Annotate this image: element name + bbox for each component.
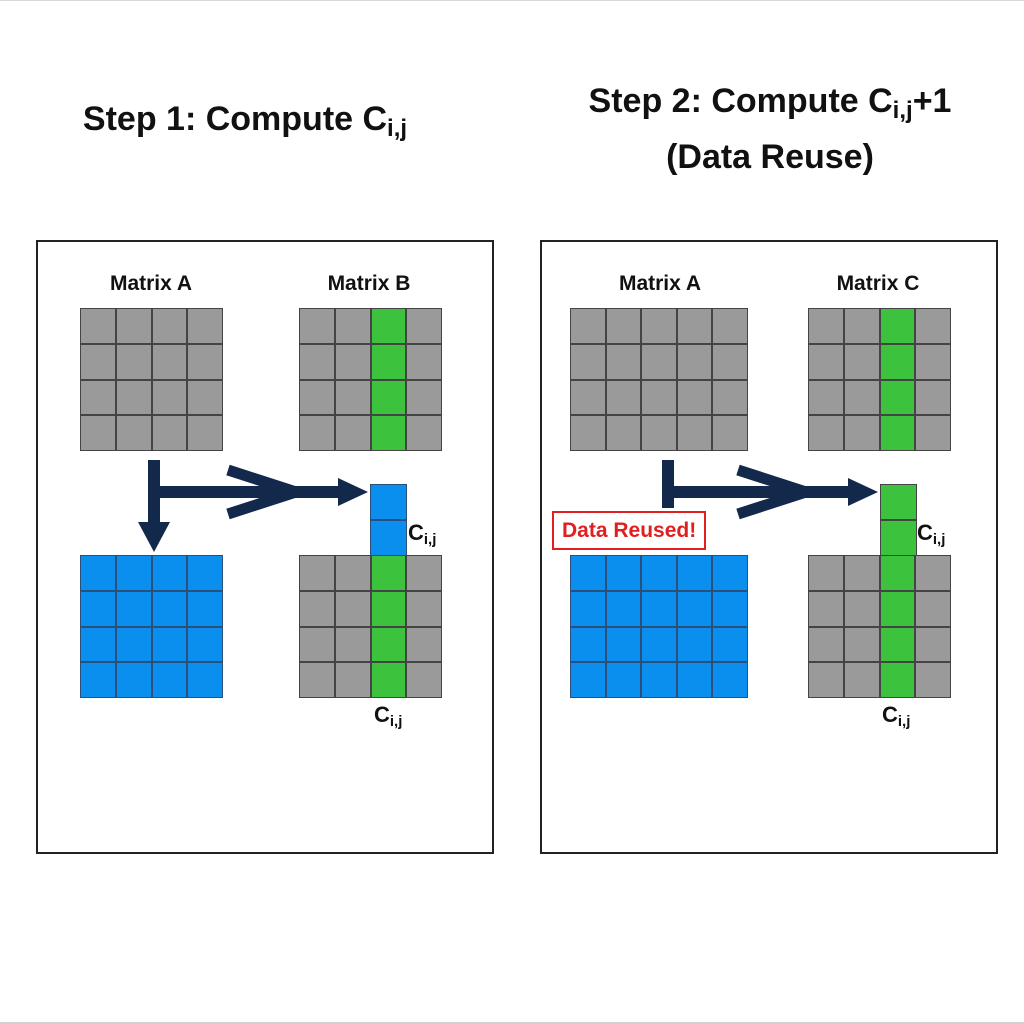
- step2-matrix-c-top: [808, 308, 951, 451]
- step2-title: Step 2: Compute Ci,j+1 (Data Reuse): [588, 82, 952, 177]
- data-reused-badge: Data Reused!: [552, 511, 707, 551]
- top-rule: [0, 0, 1024, 1]
- step2-matrix-a-label: Matrix A: [618, 272, 702, 295]
- step2-result-column: [880, 484, 917, 556]
- step1-matrix-blue: [80, 555, 223, 698]
- step1-matrix-a: [80, 308, 223, 451]
- step1-matrix-a-label: Matrix A: [109, 272, 193, 295]
- step1-c-label-bottom: Ci,j: [374, 702, 403, 730]
- step2-c-label: Ci,j: [917, 520, 946, 548]
- step1-matrix-c: [299, 555, 442, 698]
- step2-matrix-blue: [570, 555, 748, 698]
- step2-c-label-bottom: Ci,j: [882, 702, 911, 730]
- step1-c-label: Ci,j: [408, 520, 437, 548]
- step1-result-column: [370, 484, 407, 556]
- step2-matrix-a: [570, 308, 748, 451]
- step2-matrix-c-label: Matrix C: [836, 272, 920, 295]
- bottom-rule: [0, 1022, 1024, 1024]
- step1-matrix-b: [299, 308, 442, 451]
- step2-matrix-c-bottom: [808, 555, 951, 698]
- step1-matrix-b-label: Matrix B: [327, 272, 411, 295]
- step1-title: Step 1: Compute Ci,j: [82, 100, 408, 142]
